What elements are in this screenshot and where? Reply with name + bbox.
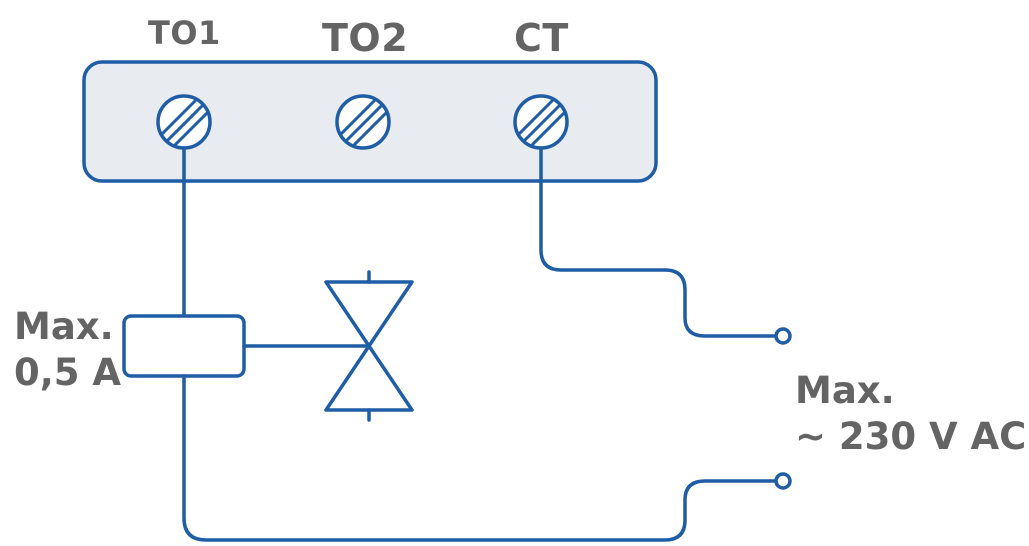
valve-icon bbox=[324, 270, 414, 422]
max-current-label: Max. 0,5 A bbox=[14, 304, 121, 396]
wire-coil-return bbox=[182, 374, 778, 542]
terminal-label-ct: CT bbox=[514, 16, 569, 60]
max-current-line2: 0,5 A bbox=[14, 351, 122, 394]
max-voltage-label: Max. ~ 230 V AC bbox=[795, 368, 1026, 460]
max-current-line1: Max. bbox=[14, 305, 114, 348]
wire-terminal-icon bbox=[774, 327, 792, 345]
max-voltage-line2: ~ 230 V AC bbox=[795, 415, 1027, 458]
screw-terminal-icon bbox=[513, 94, 569, 150]
wire-ct bbox=[539, 146, 778, 338]
screw-terminal-icon bbox=[335, 94, 391, 150]
max-voltage-line1: Max. bbox=[795, 369, 895, 412]
terminal-label-to1: TO1 bbox=[148, 14, 221, 52]
terminal-label-to2: TO2 bbox=[322, 16, 409, 60]
relay-coil-icon bbox=[122, 314, 246, 378]
wire-terminal-icon bbox=[774, 472, 792, 490]
screw-terminal-icon bbox=[156, 94, 212, 150]
